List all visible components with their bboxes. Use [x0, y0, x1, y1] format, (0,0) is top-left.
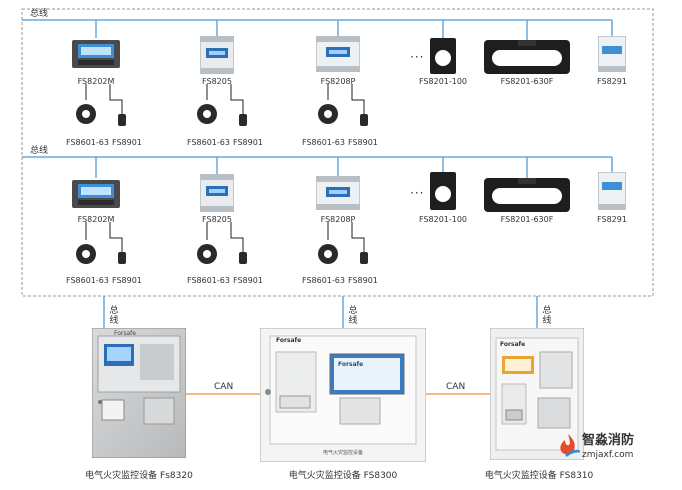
vbus-label-1: 总线	[109, 306, 119, 326]
ct-label: FS8601-63	[66, 138, 109, 147]
temperature-sensor-icon	[360, 114, 368, 126]
fs8202m-device	[72, 180, 120, 208]
ct-label: FS8601-63	[302, 138, 345, 147]
panel-plate: 电气火灾监控设备	[322, 450, 364, 456]
vbus-label-3: 总线	[542, 306, 552, 326]
row2-monitor-label: FS8202M	[77, 215, 115, 224]
panel-caption: 电气火灾监控设备 FS8300	[288, 471, 398, 481]
ct-label: FS8601-63	[66, 276, 109, 285]
temp-sensor-label: FS8901	[233, 276, 263, 285]
row1-monitor-label: FS8205	[202, 77, 232, 86]
row1-monitor-label: FS8201-630F	[500, 77, 554, 86]
panel-screen-brand: Forsafe	[338, 361, 364, 368]
row2-monitor-label: FS8208P	[320, 215, 356, 224]
ct-label: FS8601-63	[187, 276, 230, 285]
bus-label-1: 总线	[30, 9, 49, 19]
temperature-sensor-icon	[118, 252, 126, 264]
fs8201-100-device	[430, 38, 456, 74]
watermark-name: 智淼消防	[582, 433, 635, 448]
current-transformer-icon	[197, 244, 217, 264]
current-transformer-icon	[76, 244, 96, 264]
ct-label: FS8601-63	[302, 276, 345, 285]
row2-monitor-label: FS8201-630F	[500, 215, 554, 224]
fs8300-panel	[260, 328, 426, 462]
system-frame	[21, 8, 654, 297]
fs8310-panel	[490, 328, 584, 460]
row2-monitor-label: FS8205	[202, 215, 232, 224]
current-transformer-icon	[318, 104, 338, 124]
temp-sensor-label: FS8901	[348, 276, 378, 285]
temp-sensor-label: FS8901	[112, 138, 142, 147]
temp-sensor-label: FS8901	[112, 276, 142, 285]
current-transformer-icon	[318, 244, 338, 264]
panel-brand: Forsafe	[276, 337, 302, 344]
can-label-2: CAN	[446, 382, 466, 392]
temperature-sensor-icon	[360, 252, 368, 264]
row1-monitor-label: FS8208P	[320, 77, 356, 86]
fs8201-630f-device	[484, 40, 570, 74]
vbus-label-2: 总线	[348, 306, 358, 326]
temperature-sensor-icon	[239, 252, 247, 264]
fs8291-device	[598, 172, 626, 210]
fs8201-100-device	[430, 172, 456, 210]
watermark-url: zmjaxf.com	[582, 450, 634, 460]
temperature-sensor-icon	[118, 114, 126, 126]
row2-ellipsis: ···	[410, 186, 425, 200]
temp-sensor-label: FS8901	[233, 138, 263, 147]
row1-monitor-label: FS8202M	[77, 77, 115, 86]
ct-label: FS8601-63	[187, 138, 230, 147]
current-transformer-icon	[197, 104, 217, 124]
fs8291-device	[598, 36, 626, 72]
fs8202m-device	[72, 40, 120, 68]
fs8320-panel	[92, 328, 186, 458]
row2-monitor-label: FS8201-100	[418, 215, 468, 224]
row1-ellipsis: ···	[410, 50, 425, 64]
current-transformer-icon	[76, 104, 96, 124]
temp-sensor-label: FS8901	[348, 138, 378, 147]
fs8208p-device	[316, 176, 360, 210]
row2-monitor-label: FS8291	[597, 215, 627, 224]
fs8201-630f-device	[484, 178, 570, 212]
panel-caption: 电气火灾监控设备 Fs8320	[85, 471, 193, 481]
bus-label-2: 总线	[30, 146, 49, 156]
panel-caption: 电气火灾监控设备 FS8310	[484, 471, 594, 481]
flame-logo-icon	[560, 434, 580, 457]
fs8205-device	[200, 36, 234, 74]
temperature-sensor-icon	[239, 114, 247, 126]
row1-monitor-label: FS8291	[597, 77, 627, 86]
fs8205-device	[200, 174, 234, 212]
panel-brand: Forsafe	[500, 341, 526, 348]
panel-brand: Forsafe	[114, 330, 136, 337]
row1-monitor-label: FS8201-100	[418, 77, 468, 86]
can-label-1: CAN	[214, 382, 234, 392]
fs8208p-device	[316, 36, 360, 72]
